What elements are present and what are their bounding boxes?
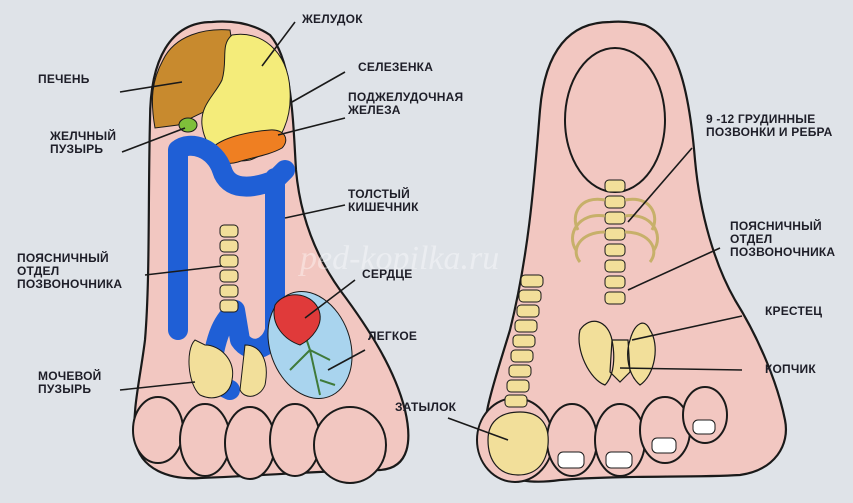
label-coccyx: КОПЧИК: [765, 363, 816, 376]
label-spleen: СЕЛЕЗЕНКА: [358, 61, 433, 74]
label-colon: ТОЛСТЫЙ КИШЕЧНИК: [348, 188, 419, 214]
label-bladder: МОЧЕВОЙ ПУЗЫРЬ: [38, 370, 102, 396]
label-gallbladder: ЖЕЛЧНЫЙ ПУЗЫРЬ: [50, 130, 116, 156]
left-toe-1: [133, 397, 183, 463]
label-pancreas: ПОДЖЕЛУДОЧНАЯ ЖЕЛЕЗА: [348, 91, 463, 117]
occiput-zone: [488, 412, 548, 475]
label-heart: СЕРДЦЕ: [362, 268, 412, 281]
label-occiput: ЗАТЫЛОК: [395, 401, 456, 414]
left-toe-3: [225, 407, 275, 479]
label-lumbar-left: ПОЯСНИЧНЫЙ ОТДЕЛ ПОЗВОНОЧНИКА: [17, 252, 122, 291]
label-stomach: ЖЕЛУДОК: [302, 13, 363, 26]
left-toe-2: [180, 404, 230, 476]
label-lumbar-right: ПОЯСНИЧНЫЙ ОТДЕЛ ПОЗВОНОЧНИКА: [730, 220, 835, 259]
label-liver: ПЕЧЕНЬ: [38, 73, 90, 86]
label-thoracic: 9 -12 ГРУДИННЫЕ ПОЗВОНКИ И РЕБРА: [706, 113, 833, 139]
right-big-toenail: [565, 48, 665, 192]
label-sacrum: КРЕСТЕЦ: [765, 305, 822, 318]
label-lung: ЛЕГКОЕ: [368, 330, 417, 343]
left-toe-4: [270, 404, 320, 476]
left-toe-big: [314, 407, 386, 483]
right-toe-5: [683, 387, 727, 443]
